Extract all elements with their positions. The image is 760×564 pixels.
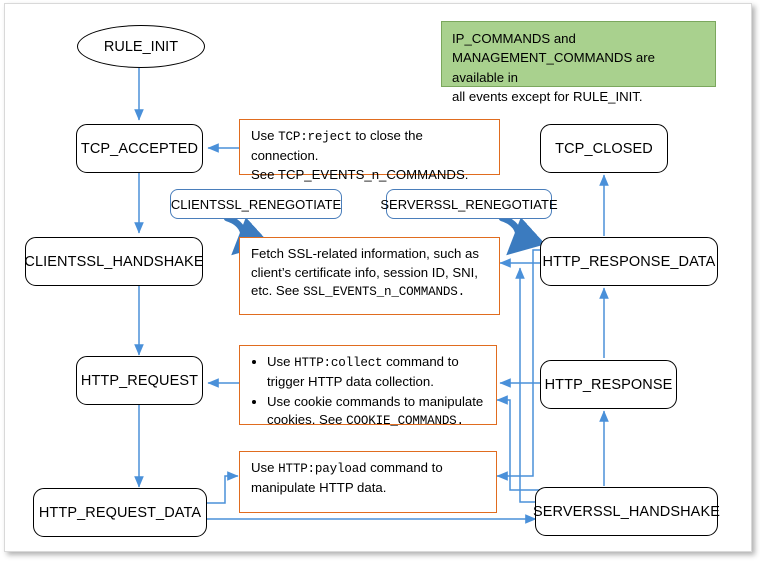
callout-http-bullet-2: Use cookie commands to manipulate cookie… [267, 393, 487, 432]
node-http-request-data[interactable]: HTTP_REQUEST_DATA [33, 488, 207, 537]
node-tcp-accepted[interactable]: TCP_ACCEPTED [76, 124, 203, 173]
node-tcp-closed[interactable]: TCP_CLOSED [540, 124, 668, 173]
callout-tcp-line-1: Use TCP:reject to close the connection. [251, 127, 490, 166]
node-rule-init[interactable]: RULE_INIT [77, 25, 205, 68]
callout-http-b2-code: COOKIE_COMMANDS. [346, 414, 464, 429]
node-http-response-data[interactable]: HTTP_RESPONSE_DATA [540, 237, 718, 286]
note-line-2: MANAGEMENT_COMMANDS are available in [452, 48, 705, 87]
callout-http-commands: Use HTTP:collect command to trigger HTTP… [239, 345, 497, 428]
callout-http-b2a: Use cookie commands to manipulate cookie… [267, 393, 484, 428]
callout-http-b1-code: HTTP:collect [294, 356, 383, 370]
callout-payload-line-2: manipulate HTTP data. [251, 479, 387, 495]
node-http-response-data-label: HTTP_RESPONSE_DATA [542, 253, 716, 270]
node-tcp-closed-label: TCP_CLOSED [555, 140, 653, 157]
node-http-request[interactable]: HTTP_REQUEST [76, 356, 203, 405]
callout-http-list: Use HTTP:collect command to trigger HTTP… [251, 353, 487, 431]
note-ip-commands: IP_COMMANDS [452, 31, 551, 46]
node-rule-init-label: RULE_INIT [103, 38, 179, 55]
node-clientssl-renegotiate[interactable]: CLIENTSSL_RENEGOTIATE [170, 189, 342, 219]
callout-ssl-code: SSL_EVENTS_n_COMMANDS. [303, 285, 465, 300]
callout-ssl-line-1: Fetch SSL-related information, such as [251, 246, 479, 261]
callout-ssl-l3a: etc. See [251, 283, 304, 299]
node-serverssl-handshake-label: SERVERSSL_HANDSHAKE [533, 503, 720, 520]
callout-http-bullet-1: Use HTTP:collect command to trigger HTTP… [267, 353, 487, 392]
callout-payload-l1b: command to [366, 460, 443, 475]
node-serverssl-renegotiate[interactable]: SERVERSSL_RENEGOTIATE [380, 189, 558, 219]
callout-ssl-line-2: client’s certificate info, session ID, S… [251, 264, 478, 280]
node-http-request-data-label: HTTP_REQUEST_DATA [38, 504, 202, 521]
callout-payload-line-1: Use HTTP:payload command to [251, 459, 487, 479]
callout-tcp-line-2: See TCP_EVENTS_n_COMMANDS. [251, 166, 469, 182]
note-line-3: all events except for RULE_INIT. [452, 88, 643, 104]
callout-tcp-code: TCP:reject [278, 130, 352, 144]
callout-tcp-l1b: to close the connection. [251, 128, 423, 163]
note-line-1-rest: and [550, 31, 576, 46]
node-http-response-label: HTTP_RESPONSE [544, 376, 673, 393]
note-line-2-rest: are available in [452, 50, 655, 85]
node-http-request-label: HTTP_REQUEST [80, 372, 199, 389]
node-clientssl-handshake-label: CLIENTSSL_HANDSHAKE [24, 253, 204, 270]
callout-http-b1b: command to trigger HTTP data collection. [267, 354, 459, 389]
callout-ssl-line-3: etc. See SSL_EVENTS_n_COMMANDS. [251, 282, 490, 302]
callout-ssl-commands: Fetch SSL-related information, such as c… [239, 237, 500, 315]
note-management-commands: MANAGEMENT_COMMANDS [452, 50, 633, 66]
callout-payload-l1a: Use [251, 460, 279, 475]
callout-http-payload: Use HTTP:payload command to manipulate H… [239, 451, 497, 513]
node-serverssl-handshake[interactable]: SERVERSSL_HANDSHAKE [533, 487, 720, 536]
callout-payload-code: HTTP:payload [278, 462, 367, 476]
note-line-1: IP_COMMANDS and [452, 29, 705, 48]
callout-http-b1a: Use [267, 354, 295, 369]
node-clientssl-renegotiate-label: CLIENTSSL_RENEGOTIATE [170, 196, 342, 212]
global-commands-note: IP_COMMANDS and MANAGEMENT_COMMANDS are … [441, 21, 716, 104]
node-clientssl-handshake[interactable]: CLIENTSSL_HANDSHAKE [24, 237, 204, 286]
node-tcp-accepted-label: TCP_ACCEPTED [80, 140, 199, 157]
callout-tcp-commands: Use TCP:reject to close the connection. … [239, 119, 500, 182]
node-serverssl-renegotiate-label: SERVERSSL_RENEGOTIATE [380, 196, 558, 212]
callout-tcp-l1a: Use [251, 128, 279, 143]
node-http-response[interactable]: HTTP_RESPONSE [540, 360, 677, 409]
